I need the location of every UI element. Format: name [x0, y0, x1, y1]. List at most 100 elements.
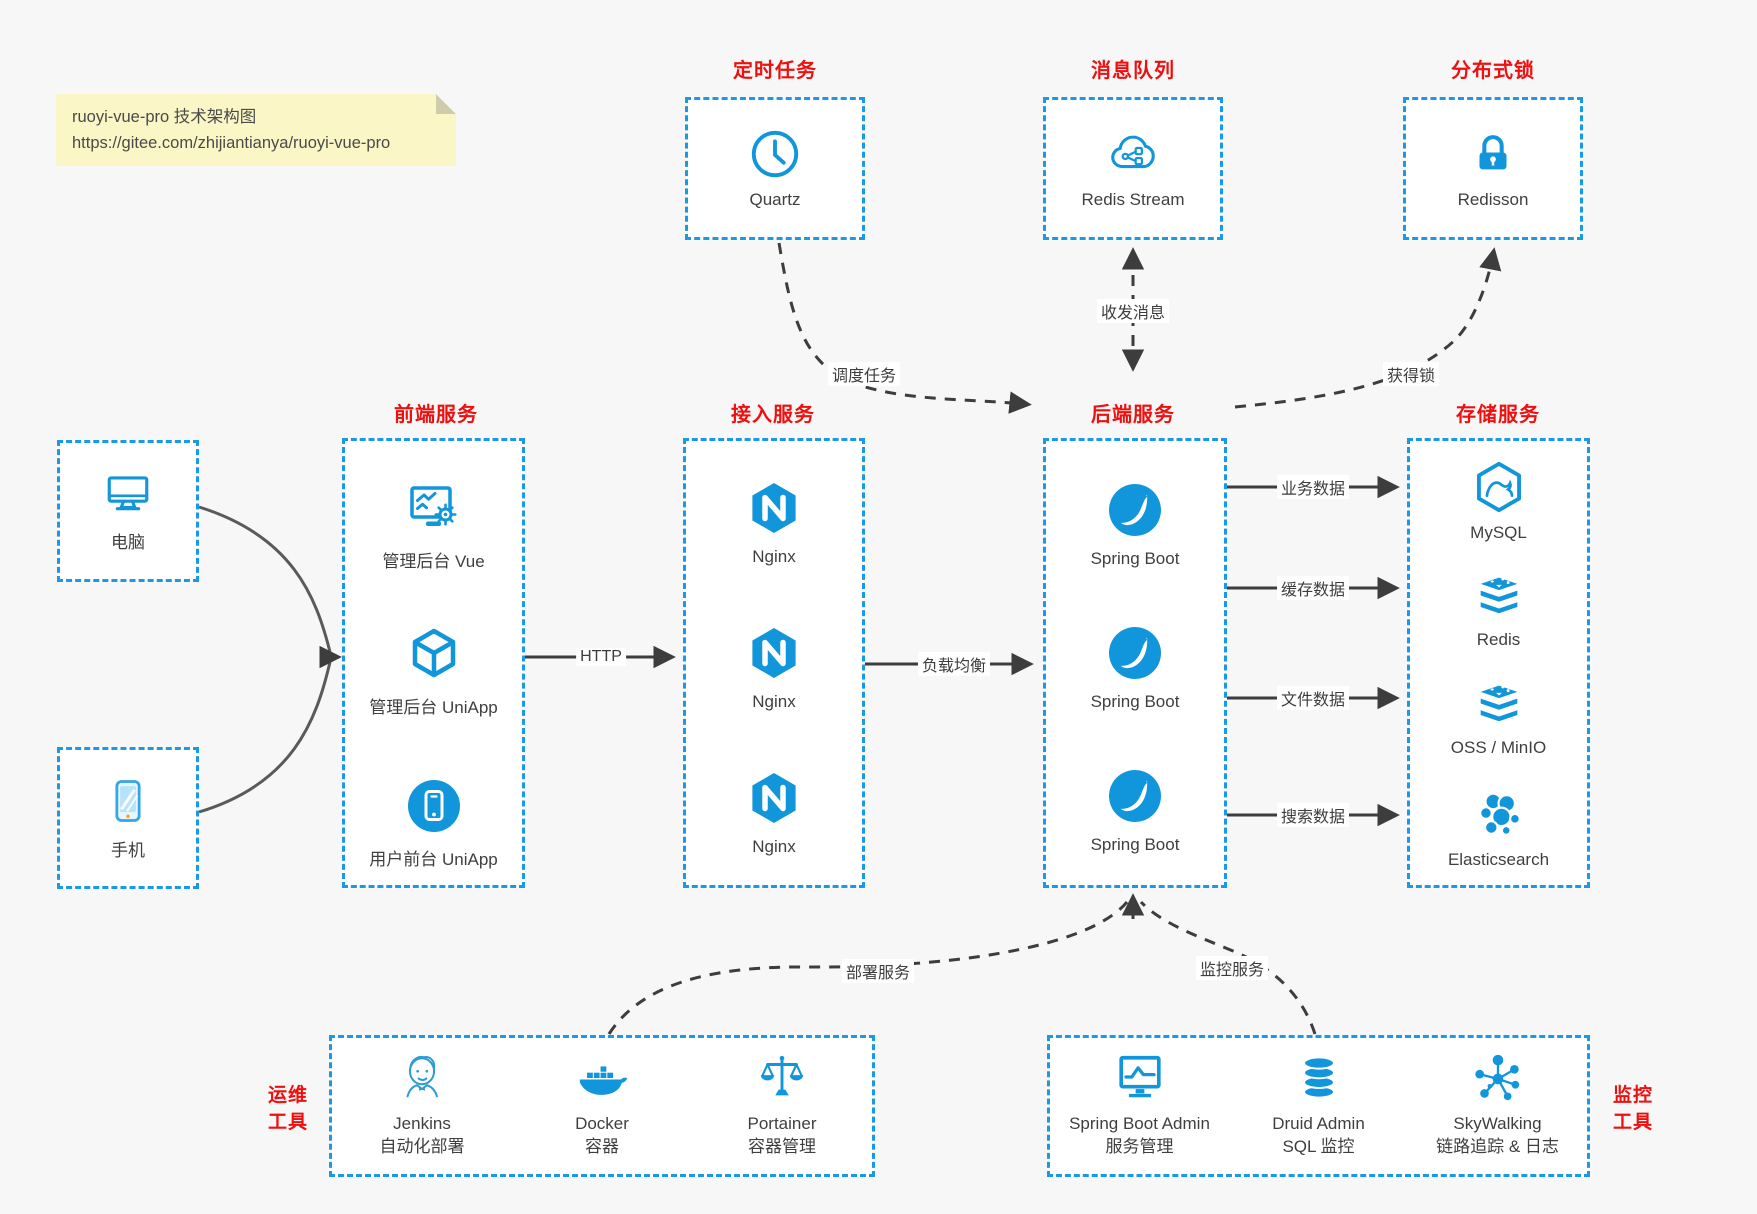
redis-icon: [1472, 675, 1526, 729]
monitor-item-spring-boot-admin: Spring Boot Admin 服务管理: [1050, 1038, 1229, 1174]
frontend-item-user-app: 用户前台 UniApp: [345, 778, 522, 870]
edge-label-load-balance: 负载均衡: [917, 652, 991, 676]
desktop-icon: [100, 469, 156, 519]
item-label: Spring Boot Admin 服务管理: [1069, 1114, 1210, 1156]
item-label: Nginx: [752, 692, 796, 711]
druid-icon: [1292, 1051, 1346, 1105]
nginx-icon: [746, 625, 802, 681]
group-title-ops-tools: 运维 工具: [267, 1085, 309, 1133]
clock-icon: [748, 127, 802, 181]
backend-item-spring-1: Spring Boot: [1046, 482, 1224, 569]
docker-icon: [574, 1051, 630, 1105]
jenkins-icon: [395, 1051, 449, 1105]
lock-icon: [1466, 127, 1520, 181]
skywalking-icon: [1471, 1051, 1525, 1105]
group-title-backend: 后端服务: [1091, 404, 1175, 426]
portainer-icon: [755, 1051, 809, 1105]
group-title-mq: 消息队列: [1091, 60, 1175, 82]
item-label: 手机: [111, 841, 145, 860]
backend-item-spring-2: Spring Boot: [1046, 625, 1224, 712]
box-ops-tools: Jenkins 自动化部署 Docker 容器: [329, 1035, 875, 1177]
edge-label-schedule: 调度任务: [827, 362, 901, 386]
box-scheduler: Quartz: [685, 97, 865, 240]
group-title-lock: 分布式锁: [1451, 60, 1535, 82]
user-app-icon: [406, 778, 462, 834]
storage-item-elasticsearch: Elasticsearch: [1410, 787, 1587, 870]
item-label: 管理后台 Vue: [382, 552, 485, 571]
item-label: Quartz: [749, 190, 801, 209]
item-label: Elasticsearch: [1447, 850, 1550, 869]
spring-boot-icon: [1107, 625, 1163, 681]
group-title-gateway: 接入服务: [731, 404, 815, 426]
edge-deploy: [607, 901, 1129, 1035]
mysql-icon: [1472, 460, 1526, 514]
storage-item-oss: OSS / MinIO: [1410, 675, 1587, 758]
note-title: ruoyi-vue-pro 技术架构图: [72, 108, 257, 126]
item-label: MySQL: [1470, 523, 1527, 542]
item-label: Nginx: [752, 547, 796, 566]
edge-label-http: HTTP: [576, 648, 626, 666]
ops-item-jenkins: Jenkins 自动化部署: [332, 1038, 512, 1174]
box-lock: Redisson: [1403, 97, 1583, 240]
admin-vue-icon: [406, 480, 462, 536]
box-mq: Redis Stream: [1043, 97, 1223, 240]
item-label: Jenkins 自动化部署: [379, 1114, 465, 1156]
frontend-item-vue: 管理后台 Vue: [345, 480, 522, 572]
gateway-item-nginx-3: Nginx: [686, 770, 862, 857]
group-title-storage: 存储服务: [1456, 404, 1540, 426]
gateway-item-nginx-2: Nginx: [686, 625, 862, 712]
item-label: OSS / MinIO: [1450, 738, 1547, 757]
group-title-scheduler: 定时任务: [733, 60, 817, 82]
spring-boot-icon: [1107, 482, 1163, 538]
edge-label-business-data: 业务数据: [1276, 475, 1350, 499]
box-storage: MySQL Redis: [1407, 438, 1590, 888]
edge-schedule: [777, 242, 1032, 414]
edge-label-deploy: 部署服务: [841, 959, 915, 983]
group-title-frontend: 前端服务: [394, 404, 478, 426]
edge-label-acquire-lock: 获得锁: [1382, 362, 1440, 386]
edge-label-search-data: 搜索数据: [1276, 803, 1350, 827]
box-gateway: Nginx Nginx Nginx: [683, 438, 865, 888]
item-label: Portainer 容器管理: [747, 1114, 817, 1156]
box-frontend: 管理后台 Vue 管理后台 UniApp 用户前台 UniApp: [342, 438, 525, 888]
box-client-pc: 电脑: [57, 440, 199, 582]
edge-phone-to-frontend: [198, 661, 332, 814]
item-label: Spring Boot: [1090, 692, 1180, 711]
uniapp-cube-icon: [406, 626, 462, 682]
item-label: SkyWalking 链路追踪 & 日志: [1436, 1114, 1559, 1156]
backend-item-spring-3: Spring Boot: [1046, 768, 1224, 855]
cloud-stream-icon: [1105, 127, 1161, 181]
monitor-item-skywalking: SkyWalking 链路追踪 & 日志: [1408, 1038, 1587, 1174]
nginx-icon: [746, 770, 802, 826]
sticky-note: ruoyi-vue-pro 技术架构图 https://gitee.com/zh…: [56, 94, 456, 166]
item-label: Redisson: [1457, 190, 1529, 209]
frontend-item-uniapp: 管理后台 UniApp: [345, 626, 522, 718]
item-label: 用户前台 UniApp: [369, 850, 498, 869]
elasticsearch-icon: [1472, 787, 1526, 841]
edge-label-file-data: 文件数据: [1276, 686, 1350, 710]
item-label: 管理后台 UniApp: [369, 698, 498, 717]
nginx-icon: [746, 480, 802, 536]
edge-label-messages: 收发消息: [1096, 299, 1170, 323]
storage-item-mysql: MySQL: [1410, 460, 1587, 543]
spring-boot-admin-icon: [1112, 1051, 1168, 1105]
edge-acquire-lock: [1234, 247, 1502, 409]
storage-item-redis: Redis: [1410, 567, 1587, 650]
item-label: Nginx: [752, 837, 796, 856]
edge-label-cache-data: 缓存数据: [1276, 576, 1350, 600]
box-backend: Spring Boot Spring Boot Spring Boot: [1043, 438, 1227, 888]
item-label: Redis: [1476, 630, 1521, 649]
group-title-monitor-tools: 监控 工具: [1612, 1085, 1654, 1133]
smartphone-icon: [102, 775, 154, 827]
edge-label-monitoring: 监控服务: [1195, 956, 1269, 980]
gateway-item-nginx-1: Nginx: [686, 480, 862, 567]
item-label: Spring Boot: [1090, 549, 1180, 568]
item-label: Docker 容器: [575, 1114, 629, 1156]
ops-item-portainer: Portainer 容器管理: [692, 1038, 872, 1174]
note-url: https://gitee.com/zhijiantianya/ruoyi-vu…: [72, 134, 391, 152]
redis-icon: [1472, 567, 1526, 621]
item-label: Spring Boot: [1090, 835, 1180, 854]
monitor-item-druid: Druid Admin SQL 监控: [1229, 1038, 1408, 1174]
item-label: Redis Stream: [1081, 190, 1185, 209]
